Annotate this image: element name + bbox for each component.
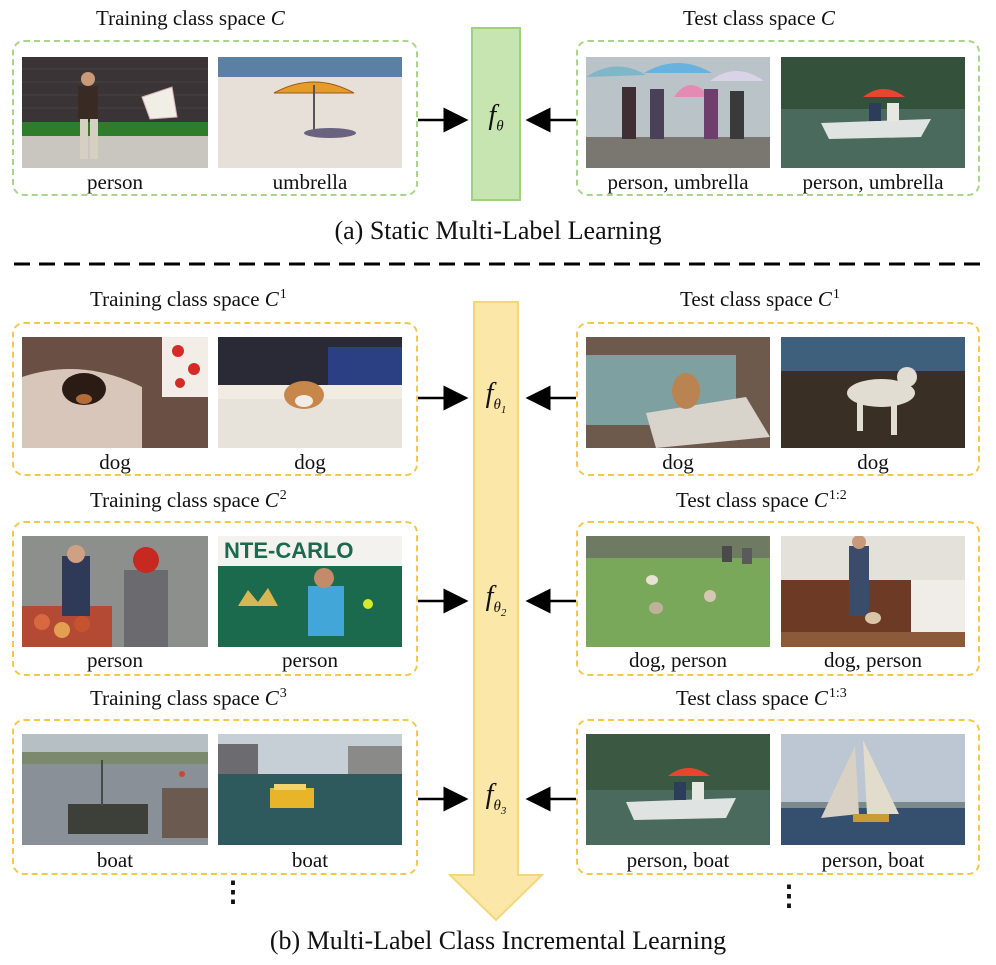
photo-kitchen-dog xyxy=(781,536,965,647)
stage3-test-sup: 1:3 xyxy=(828,686,847,701)
stage2-train-label-2: person xyxy=(282,648,338,672)
stage2-test-label-1: dog, person xyxy=(629,648,727,672)
photo-dogs-field xyxy=(586,536,770,647)
stage2-train-title-text: Training class space xyxy=(90,488,260,512)
stage3-train-sup: 3 xyxy=(279,686,287,701)
stage2-model-sub: 2 xyxy=(500,606,507,619)
stage3-test-label-1: person, boat xyxy=(626,848,730,872)
static-train-label-2: umbrella xyxy=(272,170,348,194)
test-continuation-ellipsis: ⋮ xyxy=(775,881,803,912)
stage2-test-title: Test class space C1:2 xyxy=(676,488,847,512)
stage2-train-label-1: person xyxy=(87,648,143,672)
stage3-test-box xyxy=(576,719,980,875)
stage1-test-title-text: Test class space xyxy=(680,287,813,311)
photo-people-umbrellas xyxy=(586,57,770,168)
photo-market-people xyxy=(22,536,208,647)
photo-corgi-rug xyxy=(218,337,402,448)
photo-dog-blanket xyxy=(22,337,208,448)
photo-boy-with-kite xyxy=(22,57,208,168)
photo-boat-umbrella-2 xyxy=(586,734,770,845)
static-test-box xyxy=(576,40,980,196)
stage3-train-title-text: Training class space xyxy=(90,686,260,710)
static-test-label-2: person, umbrella xyxy=(802,170,944,194)
stage1-train-title: Training class space C1 xyxy=(90,287,287,311)
stage2-test-sup: 1:2 xyxy=(828,488,847,503)
stage2-model-label: fθ2 xyxy=(485,581,507,619)
stage1-model-sub: 1 xyxy=(500,403,507,416)
stage1-train-title-text: Training class space xyxy=(90,287,260,311)
static-model-box xyxy=(471,27,521,201)
stage2-test-title-text: Test class space xyxy=(676,488,809,512)
static-train-title-text: Training class space xyxy=(96,6,266,30)
static-train-box xyxy=(12,40,418,196)
stage3-train-box xyxy=(12,719,418,875)
static-test-symbol: C xyxy=(820,6,835,30)
static-train-title: Training class space C xyxy=(96,6,285,31)
stage3-train-title: Training class space C3 xyxy=(90,686,287,710)
photo-beach-umbrella xyxy=(218,57,402,168)
stage3-model-sub: 3 xyxy=(500,804,507,817)
stage2-train-title: Training class space C2 xyxy=(90,488,287,512)
static-test-title: Test class space C xyxy=(683,6,835,31)
stage2-train-sup: 2 xyxy=(279,488,287,503)
static-test-title-text: Test class space xyxy=(683,6,816,30)
stage3-train-label-2: boat xyxy=(291,848,329,872)
stage1-train-sup: 1 xyxy=(279,287,287,302)
photo-dog-couch xyxy=(586,337,770,448)
stage2-test-box xyxy=(576,521,980,676)
train-continuation-ellipsis: ⋮ xyxy=(219,877,247,908)
static-test-label-1: person, umbrella xyxy=(607,170,749,194)
photo-boat-umbrella-1 xyxy=(781,57,965,168)
stage2-test-label-2: dog, person xyxy=(824,648,922,672)
static-train-symbol: C xyxy=(270,6,285,30)
stage2-train-box xyxy=(12,521,418,676)
stage3-test-title-text: Test class space xyxy=(676,686,809,710)
photo-tennis-player: NTE-CARLO xyxy=(218,536,402,647)
svg-text:NTE-CARLO: NTE-CARLO xyxy=(224,538,354,563)
incremental-model-arrow xyxy=(447,301,545,922)
stage1-train-label-2: dog xyxy=(294,450,326,474)
static-caption: (a) Static Multi-Label Learning xyxy=(334,216,662,245)
stage1-test-title: Test class space C1 xyxy=(680,287,840,311)
stage1-train-label-1: dog xyxy=(99,450,131,474)
photo-water-taxi xyxy=(218,734,402,845)
stage1-test-sup: 1 xyxy=(832,287,840,302)
incremental-caption: (b) Multi-Label Class Incremental Learni… xyxy=(269,926,727,955)
static-model-sub: θ xyxy=(496,118,504,135)
static-model-label: fθ xyxy=(488,100,504,135)
stage3-train-label-1: boat xyxy=(96,848,134,872)
photo-fishing-boats xyxy=(22,734,208,845)
stage3-test-title: Test class space C1:3 xyxy=(676,686,847,710)
stage3-test-label-2: person, boat xyxy=(821,848,925,872)
photo-dog-beach xyxy=(781,337,965,448)
stage1-test-label-1: dog xyxy=(662,450,694,474)
photo-sailboat xyxy=(781,734,965,845)
stage3-model-label: fθ3 xyxy=(485,779,507,817)
stage1-test-box xyxy=(576,322,980,476)
stage1-model-label: fθ1 xyxy=(485,378,507,416)
static-train-label-1: person xyxy=(87,170,143,194)
stage1-train-box xyxy=(12,322,418,476)
stage1-test-label-2: dog xyxy=(857,450,889,474)
